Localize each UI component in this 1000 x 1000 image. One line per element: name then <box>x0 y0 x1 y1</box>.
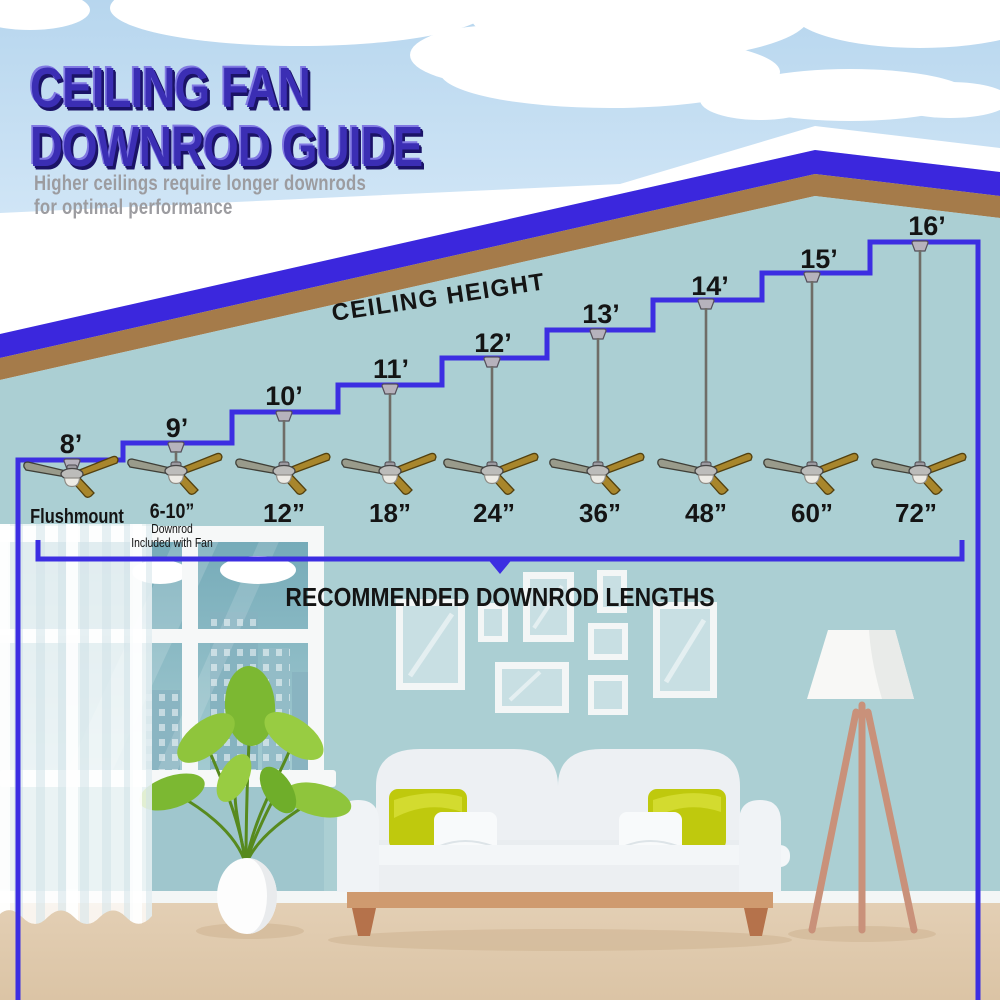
potted-plant <box>139 666 352 934</box>
lamp-tripod <box>808 701 918 934</box>
ceiling-height-label-9ft: 9’ <box>166 413 189 443</box>
downrod-label-6-10in: 6-10” <box>150 500 195 524</box>
downrod-label-12in: 12” <box>263 498 305 528</box>
ceiling-height-label-14ft: 14’ <box>691 271 729 301</box>
downrod-label-flushmount: Flushmount <box>30 504 124 527</box>
downrod-label-60in: 60” <box>791 498 833 528</box>
ceiling-fan-icon <box>871 240 967 495</box>
picture-frame <box>588 623 628 660</box>
picture-frame <box>495 662 569 713</box>
ceiling-height-label-16ft: 16’ <box>908 211 946 241</box>
clouds <box>0 0 1000 121</box>
ceiling-fan-icon <box>763 271 859 495</box>
roof-blue-stripe <box>0 150 1000 358</box>
downrod-label-72in: 72” <box>895 498 937 528</box>
downrod-bracket <box>35 540 965 574</box>
ceiling-height-label-15ft: 15’ <box>800 244 838 274</box>
plant-pot <box>217 858 277 934</box>
picture-frame <box>597 570 627 613</box>
floor-lamp <box>807 630 918 934</box>
ceiling-height-label-11ft: 11’ <box>373 354 409 384</box>
roof-brown-stripe <box>0 174 1000 380</box>
subtitle-line1: Higher ceilings require longer downrods <box>34 172 366 195</box>
ceiling-height-label-12ft: 12’ <box>474 328 512 358</box>
sofa-pillows <box>389 789 726 853</box>
downrod-note-line2: Included with Fan <box>131 536 212 550</box>
ceiling-height-label-8ft: 8’ <box>60 429 83 459</box>
ceiling-fan-icon <box>657 298 753 495</box>
ceiling-fan-icon <box>127 441 223 495</box>
floor-shadows <box>196 923 936 951</box>
downrod-label-24in: 24” <box>473 498 515 528</box>
picture-frame <box>523 572 574 642</box>
cloud-band <box>0 126 1000 334</box>
bracket-arrow-icon <box>486 557 514 574</box>
picture-frame <box>653 602 717 698</box>
bracket-label: RECOMMENDED DOWNROD LENGTHS <box>285 584 714 613</box>
downrod-label-36in: 36” <box>579 498 621 528</box>
downrod-label-18in: 18” <box>369 498 411 528</box>
ceiling-height-labels: 8’ 9’ 10’ 11’ 12’ 13’ 14’ 15’ 16’ <box>60 211 946 459</box>
roof <box>0 150 1000 380</box>
subtitle-line2: for optimal performance <box>34 196 233 219</box>
ceiling-fans <box>23 240 967 498</box>
picture-frame <box>588 675 628 715</box>
downrod-length-labels: Flushmount 6-10” Downrod Included with F… <box>30 498 937 550</box>
title-line1: CEILING FAN <box>30 55 310 119</box>
downrod-note-line1: Downrod <box>151 522 193 536</box>
plant-leaves <box>139 666 352 818</box>
ceiling-height-label-13ft: 13’ <box>582 299 620 329</box>
downrod-label-48in: 48” <box>685 498 727 528</box>
ceiling-fan-icon <box>549 328 645 495</box>
ceiling-fan-icon <box>235 410 331 495</box>
ceiling-height-label-10ft: 10’ <box>265 381 303 411</box>
picture-frame <box>478 603 508 642</box>
ceiling-fan-icon <box>443 356 539 495</box>
title-line2: DOWNROD GUIDE <box>30 114 422 178</box>
sofa <box>337 749 790 936</box>
ceiling-fan-icon <box>341 383 437 495</box>
curtain <box>0 524 152 924</box>
picture-frame <box>396 599 465 690</box>
gallery-wall <box>396 570 717 715</box>
